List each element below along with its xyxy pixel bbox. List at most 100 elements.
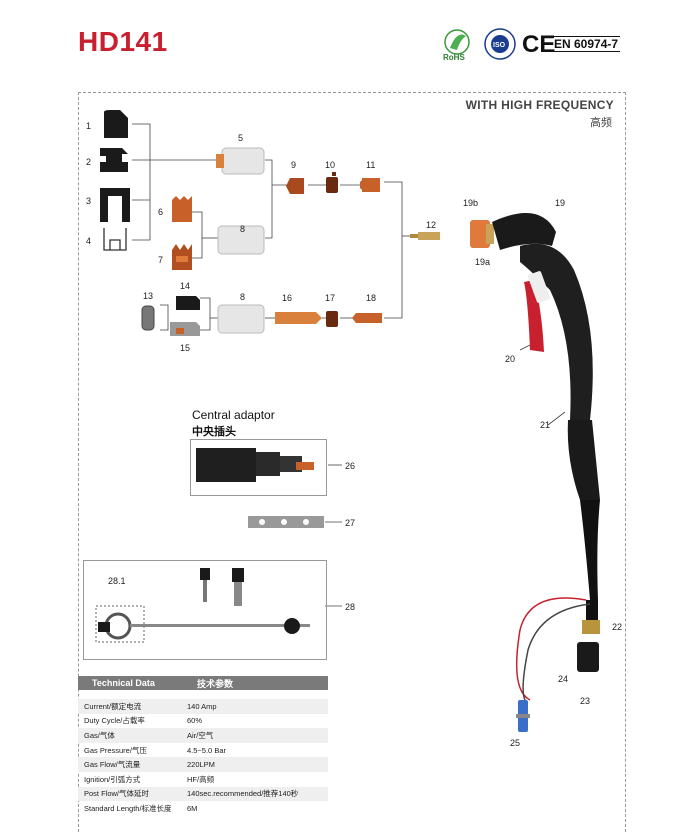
central-adaptor-label-en: Central adaptor [192, 408, 275, 422]
tech-row: Ignition/引弧方式 HF/高频 [78, 772, 328, 787]
tech-row-value: 60% [187, 716, 203, 726]
tech-row: Gas Pressure/气压 4.5~5.0 Bar [78, 743, 328, 758]
part-6-copper-crown [172, 196, 192, 222]
label-1: 1 [86, 121, 91, 131]
label-17: 17 [325, 293, 335, 303]
tech-row-key: Gas/气体 [84, 730, 115, 740]
tech-row-key: Post Flow/气体延时 [84, 789, 150, 799]
technical-data-header: Technical Data 技术参数 [78, 676, 328, 690]
label-15: 15 [180, 343, 190, 353]
label-10: 10 [325, 160, 335, 170]
part-27-spanner [248, 516, 324, 528]
part-12-gas-diffuser [410, 232, 440, 240]
label-25: 25 [510, 738, 520, 748]
ce-mark: CE [522, 31, 556, 58]
tech-row: Standard Length/标准长度 6M [78, 801, 328, 816]
tech-row-key: Standard Length/标准长度 [84, 803, 172, 813]
torch-handle [520, 243, 600, 634]
rohs-logo: RoHS [443, 29, 470, 62]
part-8-swirl-ring-alt [217, 304, 265, 334]
part-14-nozzle [176, 296, 200, 310]
torch-head [470, 213, 556, 250]
part-26-central-adaptor [196, 448, 314, 482]
label-9: 9 [291, 160, 296, 170]
technical-data-title-cn: 技术参数 [197, 678, 234, 689]
label-13: 13 [143, 291, 153, 301]
part-3-shield-cap [100, 188, 130, 222]
part-4-standoff-guide [103, 228, 127, 251]
part-18-electrode [352, 313, 382, 323]
label-19: 19 [555, 198, 565, 208]
label-20: 20 [505, 354, 515, 364]
label-28: 28 [345, 602, 355, 612]
label-19a: 19a [475, 257, 490, 267]
part-1-shield-cap [104, 110, 128, 138]
label-6: 6 [158, 207, 163, 217]
circle-guide-box [83, 560, 327, 660]
tech-row-value: 6M [187, 803, 198, 813]
label-24: 24 [558, 674, 568, 684]
section-title-en: WITH HIGH FREQUENCY [465, 98, 614, 112]
product-title: HD141 [78, 26, 168, 57]
part-8-swirl-ring [217, 225, 265, 255]
label-28-1: 28.1 [108, 576, 126, 586]
tech-row: Gas/气体 Air/空气 [78, 728, 328, 743]
label-14: 14 [180, 281, 190, 291]
label-23: 23 [580, 696, 590, 706]
part-28-circle-guide [95, 568, 310, 643]
label-5: 5 [238, 133, 243, 143]
part-23-connector-nut [577, 642, 599, 672]
tech-row-key: Current/额定电流 [84, 701, 142, 711]
label-27: 27 [345, 518, 355, 528]
part-2-shield-cap [100, 148, 128, 172]
tech-row: Post Flow/气体延时 140sec.recommended/推荐140秒 [78, 786, 328, 802]
label-18: 18 [366, 293, 376, 303]
tech-row-value: 140sec.recommended/推荐140秒 [187, 789, 299, 799]
tech-row-value: Air/空气 [187, 730, 214, 740]
part-5-swirl-ring [216, 147, 265, 175]
tech-row-key: Ignition/引弧方式 [84, 774, 141, 784]
iso-logo: ISO [484, 28, 516, 60]
svg-text:RoHS: RoHS [443, 53, 465, 62]
tech-row: Gas Flow/气流量 220LPM [78, 757, 328, 772]
label-11: 11 [366, 160, 375, 170]
label-2: 2 [86, 157, 91, 167]
label-22: 22 [612, 622, 622, 632]
part-16-tip [275, 312, 322, 324]
part-13-retaining-cap [141, 305, 155, 331]
tech-row-value: 140 Amp [187, 701, 217, 711]
tech-row-value: HF/高频 [187, 774, 215, 784]
central-adaptor-box [190, 439, 327, 496]
label-12: 12 [426, 220, 436, 230]
label-7: 7 [158, 255, 163, 265]
tech-row-key: Duty Cycle/占载率 [84, 716, 145, 726]
part-15-nozzle [170, 322, 200, 336]
part-7-copper-crown [172, 244, 192, 270]
part-17-electrode [326, 311, 338, 327]
svg-text:ISO: ISO [493, 42, 506, 49]
part-9-tip [286, 178, 304, 194]
central-adaptor-label-cn: 中央插头 [192, 426, 236, 438]
tech-row-key: Gas Flow/气流量 [84, 760, 141, 770]
tech-row-key: Gas Pressure/气压 [84, 745, 147, 755]
section-title-cn: 高频 [590, 117, 612, 129]
label-8: 8 [240, 224, 245, 234]
tech-row: Current/额定电流 140 Amp [78, 699, 328, 714]
label-3: 3 [86, 196, 91, 206]
part-11-electrode [360, 178, 380, 192]
technical-data-title-en: Technical Data [92, 678, 155, 688]
label-19b: 19b [463, 198, 478, 208]
content-frame [78, 92, 626, 832]
tech-row-value: 4.5~5.0 Bar [187, 745, 226, 755]
label-26: 26 [345, 461, 355, 471]
part-25-plug [516, 700, 530, 732]
label-4: 4 [86, 236, 91, 246]
label-8b: 8 [240, 292, 245, 302]
tech-row-value: 220LPM [187, 760, 215, 770]
label-21: 21 [540, 420, 550, 430]
tech-row: Duty Cycle/占载率 60% [78, 714, 328, 729]
part-10-electrode [326, 172, 338, 193]
standard-label: EN 60974-7 [552, 36, 621, 52]
